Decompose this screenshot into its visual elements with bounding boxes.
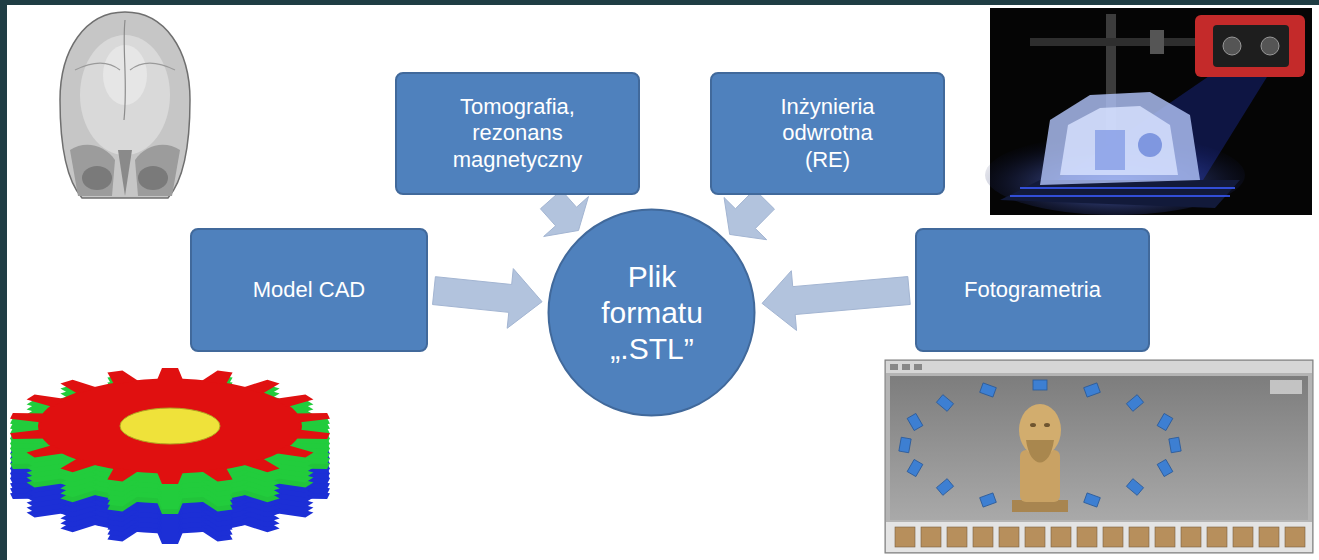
flow-arrow (762, 271, 910, 331)
gear-model (9, 368, 331, 544)
flow-arrow (724, 189, 774, 239)
node-label: Inżynieria odwrotna (RE) (763, 94, 893, 173)
flow-arrow (540, 190, 588, 236)
node-label: Fotogrametria (964, 277, 1101, 303)
photogrammetry-screenshot (885, 360, 1313, 553)
scanner-photo (985, 8, 1312, 215)
flow-arrow (433, 269, 543, 329)
node-label: Model CAD (253, 277, 365, 303)
frame-bar (0, 0, 7, 560)
node-label: Tomografia, rezonans magnetyczny (443, 94, 593, 173)
process-box: Model CAD (190, 228, 428, 352)
circle-fill (549, 210, 755, 416)
skull-scan (60, 12, 190, 198)
process-box: Fotogrametria (915, 228, 1150, 352)
node-label: Plik formatu „.STL” (587, 259, 717, 367)
output-circle: Plik formatu „.STL” (547, 208, 756, 417)
process-box: Inżynieria odwrotna (RE) (710, 72, 945, 195)
frame-bar (0, 0, 1319, 5)
process-box: Tomografia, rezonans magnetyczny (395, 72, 640, 195)
